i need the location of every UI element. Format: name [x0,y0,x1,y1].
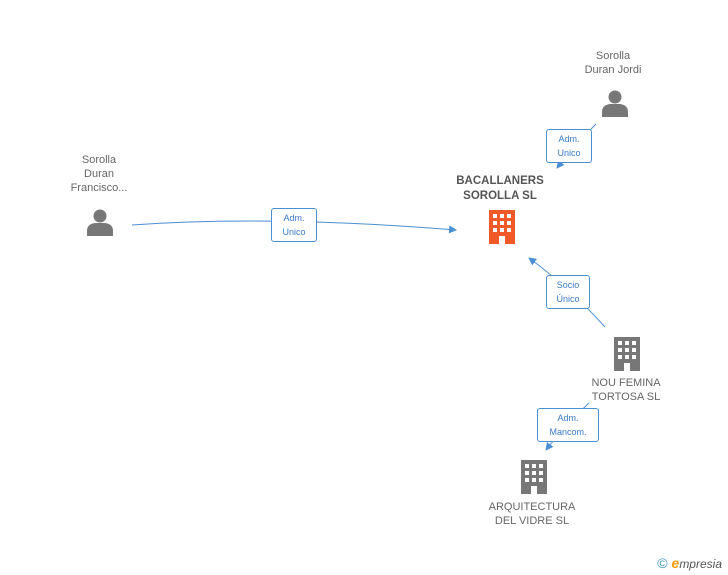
edge-badge-francisco[interactable]: Adm. Unico [271,208,317,242]
company-main-line1: BACALLANERS [456,175,544,187]
company-nou-label[interactable]: NOU FEMINA TORTOSA SL [591,376,660,404]
badge-line1: Adm. [283,213,305,223]
building-icon[interactable] [518,459,550,495]
badge-line1: Adm. [558,134,580,144]
badge-line2: Unico [557,148,581,158]
company-arq-line1: ARQUITECTURA [488,501,576,513]
person-jordi-line2: Duran Jordi [584,64,642,76]
company-main-line2: SOROLLA SL [463,190,537,202]
badge-line2: Unico [282,227,306,237]
person-jordi-label[interactable]: Sorolla Duran Jordi [585,49,642,77]
badge-line2: Único [556,294,580,304]
person-francisco-label[interactable]: Sorolla Duran Francisco... [71,153,128,195]
edge-badge-nou-arq[interactable]: Adm. Mancom. [537,408,599,442]
person-icon[interactable] [600,88,630,118]
empresia-watermark: © empresia [657,555,722,571]
person-jordi-line1: Sorolla [595,50,631,62]
badge-line1: Adm. [557,413,579,423]
person-francisco-line1: Sorolla [81,154,117,166]
brand-logo: empresia [671,555,722,571]
company-nou-line1: NOU FEMINA [591,377,661,389]
company-nou-line2: TORTOSA SL [591,391,661,403]
person-icon[interactable] [85,207,115,237]
building-icon[interactable] [611,336,643,372]
company-arq-line2: DEL VIDRE SL [494,515,570,527]
badge-line1: Socio [556,280,580,290]
copyright-icon: © [657,555,668,571]
building-icon[interactable] [486,209,518,245]
person-francisco-line2: Duran [84,168,114,180]
person-francisco-line3: Francisco... [70,182,128,194]
company-arq-label[interactable]: ARQUITECTURA DEL VIDRE SL [489,500,576,528]
company-main-label[interactable]: BACALLANERS SOROLLA SL [456,174,544,204]
edge-badge-jordi[interactable]: Adm. Unico [546,129,592,163]
badge-line2: Mancom. [549,427,587,437]
edge-badge-nou-main[interactable]: Socio Único [546,275,590,309]
